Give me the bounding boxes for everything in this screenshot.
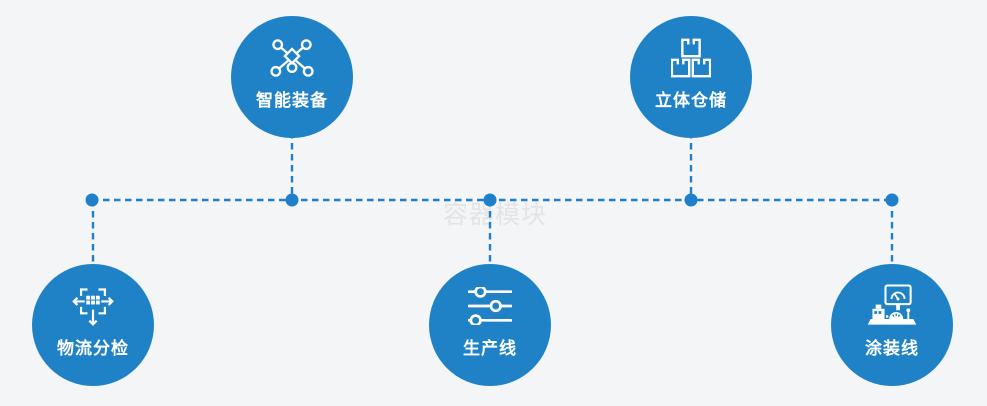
junction-dot <box>85 193 99 207</box>
distribute-arrows-icon <box>71 284 115 328</box>
node-logistics-sorting: 物流分检 <box>32 264 154 386</box>
node-label: 生产线 <box>463 339 517 359</box>
node-painting-line: 涂装线 <box>831 264 953 386</box>
node-production-line: 生产线 <box>429 264 551 386</box>
junction-dot <box>483 193 497 207</box>
junction-dots <box>85 193 899 207</box>
watermark-text: 容器模块 <box>443 200 548 229</box>
machine-console-icon <box>865 284 919 328</box>
node-smart-equipment: 智能装备 <box>231 16 353 138</box>
sliders-icon <box>468 284 512 328</box>
junction-dot <box>684 193 698 207</box>
node-label: 物流分检 <box>57 339 129 359</box>
node-label: 涂装线 <box>865 339 919 359</box>
stacked-boxes-icon <box>671 36 711 80</box>
node-label: 立体仓储 <box>655 91 727 111</box>
junction-dot <box>885 193 899 207</box>
node-warehouse: 立体仓储 <box>630 16 752 138</box>
network-nodes-icon <box>269 36 315 80</box>
junction-dot <box>285 193 299 207</box>
node-label: 智能装备 <box>256 91 328 111</box>
